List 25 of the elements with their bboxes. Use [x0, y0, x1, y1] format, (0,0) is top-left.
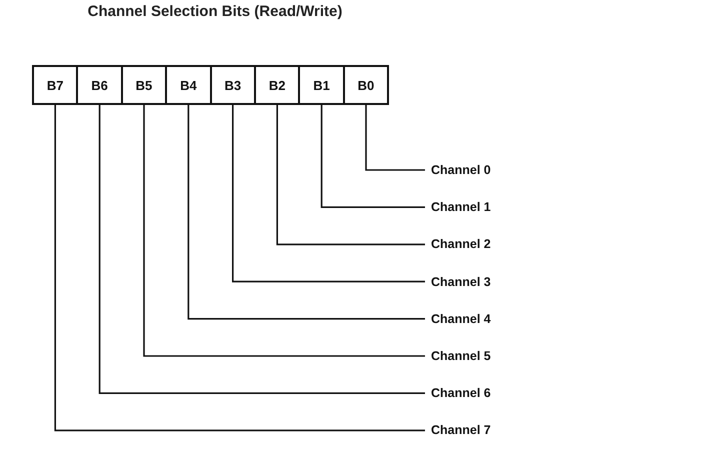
bit-cell: B5 [120, 65, 168, 105]
leader-line [54, 105, 425, 432]
channel-label: Channel 6 [431, 385, 491, 402]
bit-cell: B0 [342, 65, 390, 105]
channel-label: Channel 1 [431, 199, 491, 216]
channel-label: Channel 5 [431, 348, 491, 364]
leader-line [365, 105, 425, 171]
channel-label: Channel 7 [431, 422, 491, 438]
bit-cell: B7 [32, 65, 78, 105]
leader-line [276, 105, 425, 246]
leader-line [232, 105, 425, 282]
leader-line [143, 105, 425, 357]
channel-label: Channel 2 [431, 236, 491, 252]
diagram-title: Channel Selection Bits (Read/Write) [86, 3, 344, 20]
leader-line [320, 105, 425, 208]
channel-label: Channel 3 [431, 274, 491, 290]
channel-label: Channel 0 [431, 162, 491, 178]
bit-cell: B4 [165, 65, 212, 105]
bit-cell: B1 [298, 65, 345, 105]
leader-line [98, 105, 425, 394]
bit-cell: B3 [210, 65, 256, 105]
channel-label: Channel 4 [431, 310, 491, 327]
leader-line [188, 105, 425, 320]
bit-cell: B6 [76, 65, 123, 105]
bit-cell: B2 [254, 65, 300, 105]
